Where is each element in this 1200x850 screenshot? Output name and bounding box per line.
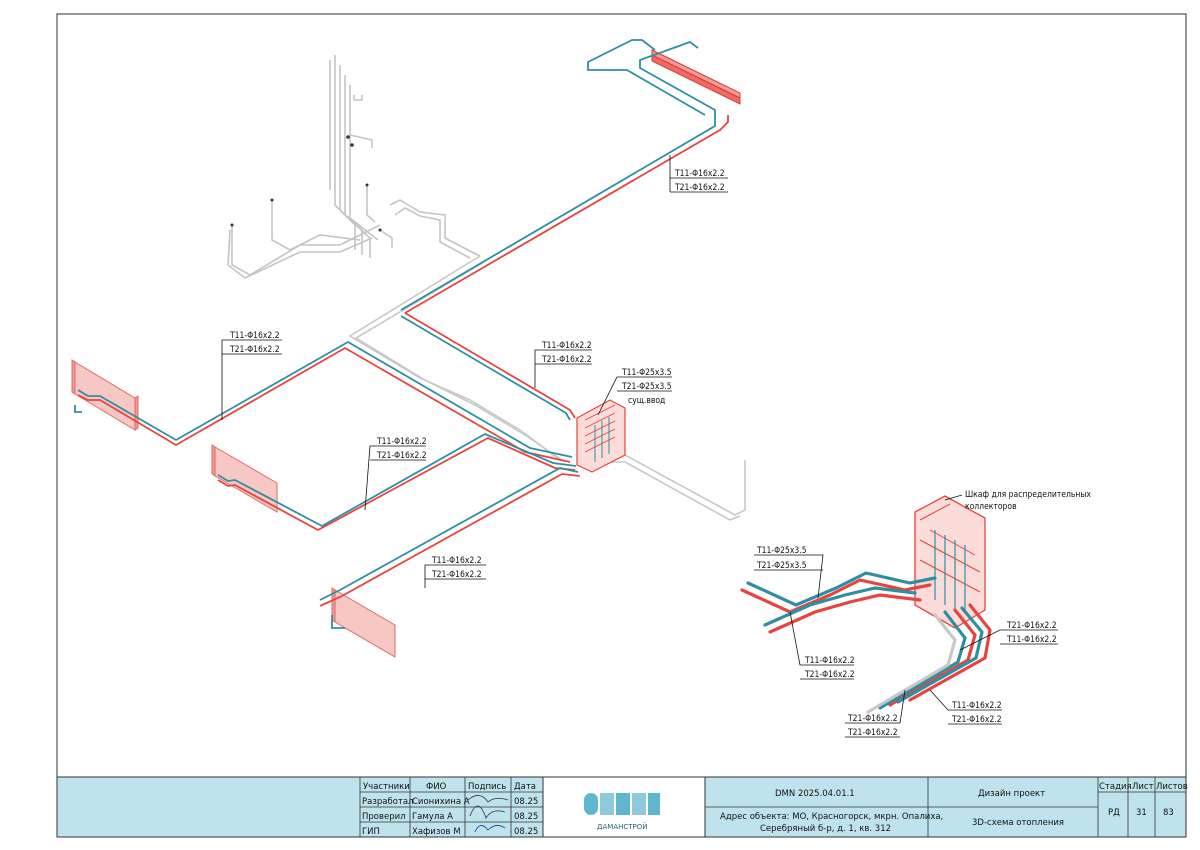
callout-top: T11-Φ16x2.2 T21-Φ16x2.2 (674, 169, 725, 193)
detail-pipe-bundle (740, 571, 992, 714)
sheet-header: Лист (1132, 782, 1154, 792)
detail-c3-t11: T11-Φ16x2.2 (951, 701, 1002, 711)
project-address-2: Серебряный б-р, д. 1, кв. 312 (760, 824, 891, 834)
pipe-main-route (400, 312, 576, 421)
tb-row3-name: Хафизов М (412, 827, 461, 837)
callout-center: T11-Φ16x2.2 T21-Φ16x2.2 (541, 341, 592, 365)
callout-middle-t11: T11-Φ16x2.2 (376, 437, 427, 447)
detail-right-t11: T11-Φ16x2.2 (1006, 635, 1057, 645)
tb-header-name: ФИО (426, 782, 447, 792)
existing-riser-valves (230, 135, 382, 232)
tb-row3-role: ГИП (362, 827, 380, 837)
callout-bottom: T11-Φ16x2.2 T21-Φ16x2.2 (431, 556, 482, 580)
inlet-t11: T11-Φ25x3.5 (621, 368, 672, 378)
manifold-cabinet-center (576, 399, 626, 473)
cabinet-label: Шкаф для распределительных коллекторов (965, 490, 1091, 512)
detail-c3-t21: T21-Φ16x2.2 (951, 715, 1002, 725)
cabinet-label-line1: Шкаф для распределительных (965, 490, 1091, 500)
cabinet-label-line2: коллекторов (965, 502, 1017, 512)
callout-middle: T11-Φ16x2.2 T21-Φ16x2.2 (376, 437, 427, 461)
stage-header: Стадия (1099, 782, 1132, 792)
pipe-left-branch (74, 340, 573, 463)
detail-cabinet (914, 495, 986, 629)
callout-center-t11: T11-Φ16x2.2 (541, 341, 592, 351)
callout-left: T11-Φ16x2.2 T21-Φ16x2.2 (229, 331, 280, 355)
callout-top-t21: T21-Φ16x2.2 (674, 183, 725, 193)
company-logo: ДАМАНСТРОЙ (584, 793, 660, 831)
radiator-center (211, 444, 278, 513)
tb-header-date: Дата (514, 782, 536, 792)
callout-bottom-t11: T11-Φ16x2.2 (431, 556, 482, 566)
detail-right-t21: T21-Φ16x2.2 (1006, 621, 1057, 631)
title-block: Участники ФИО Подпись Дата Разработал Си… (56, 776, 1188, 838)
sheets-header: Листов (1156, 782, 1188, 792)
radiator-left (71, 359, 139, 431)
tb-row2-role: Проверил (362, 812, 406, 822)
detail-bot-a: T21-Φ16x2.2 (847, 714, 898, 724)
callout-left-t11: T11-Φ16x2.2 (229, 331, 280, 341)
callout-inlet: T11-Φ25x3.5 T21-Φ25x3.5 сущ.ввод (621, 368, 672, 406)
project-address: Адрес объекта: МО, Красногорск, мкрн. Оп… (720, 812, 943, 822)
inlet-note: сущ.ввод (628, 396, 665, 406)
detail-c1-t21: T21-Φ16x2.2 (804, 670, 855, 680)
tb-row3-date: 08.25 (514, 827, 538, 837)
detail-callouts: T11-Φ25x3.5 T21-Φ25x3.5 T11-Φ16x2.2 T21-… (756, 546, 1057, 738)
tb-row2-date: 08.25 (514, 812, 538, 822)
project-code: DMN 2025.04.01.1 (775, 789, 855, 799)
radiator-top (651, 49, 741, 105)
detail-main-t21: T21-Φ25x3.5 (756, 561, 807, 571)
signatures (467, 795, 509, 833)
inlet-t21: T21-Φ25x3.5 (621, 382, 672, 392)
project-type: Дизайн проект (978, 789, 1045, 799)
existing-riser-pipes (227, 55, 481, 279)
tb-header-role: Участники (363, 782, 410, 792)
sheet-name: 3D-схема отопления (972, 818, 1064, 828)
pipe-bottom-branch (319, 467, 581, 629)
callout-left-t21: T21-Φ16x2.2 (229, 345, 280, 355)
stage-value: РД (1108, 808, 1120, 818)
tb-row1-role: Разработал (362, 797, 414, 807)
tb-row1-name: Сионихина А (412, 797, 470, 807)
pipe-center-branch (217, 432, 577, 532)
tb-header-sign: Подпись (468, 782, 506, 792)
logo-text: ДАМАНСТРОЙ (597, 822, 647, 831)
detail-bot-b: T21-Φ16x2.2 (847, 728, 898, 738)
callout-bottom-t21: T21-Φ16x2.2 (431, 570, 482, 580)
pipe-top-branch (400, 39, 729, 314)
tb-row1-date: 08.25 (514, 797, 538, 807)
tb-row2-name: Гамула А (412, 812, 453, 822)
detail-c1-t11: T11-Φ16x2.2 (804, 656, 855, 666)
detail-main-t11: T11-Φ25x3.5 (756, 546, 807, 556)
callout-center-t21: T21-Φ16x2.2 (541, 355, 592, 365)
callout-middle-t21: T21-Φ16x2.2 (376, 451, 427, 461)
callout-top-t11: T11-Φ16x2.2 (674, 169, 725, 179)
sheet-value: 31 (1136, 808, 1147, 818)
callout-leaders (221, 155, 1058, 738)
sheets-value: 83 (1163, 808, 1174, 818)
radiator-bottom (331, 587, 396, 658)
